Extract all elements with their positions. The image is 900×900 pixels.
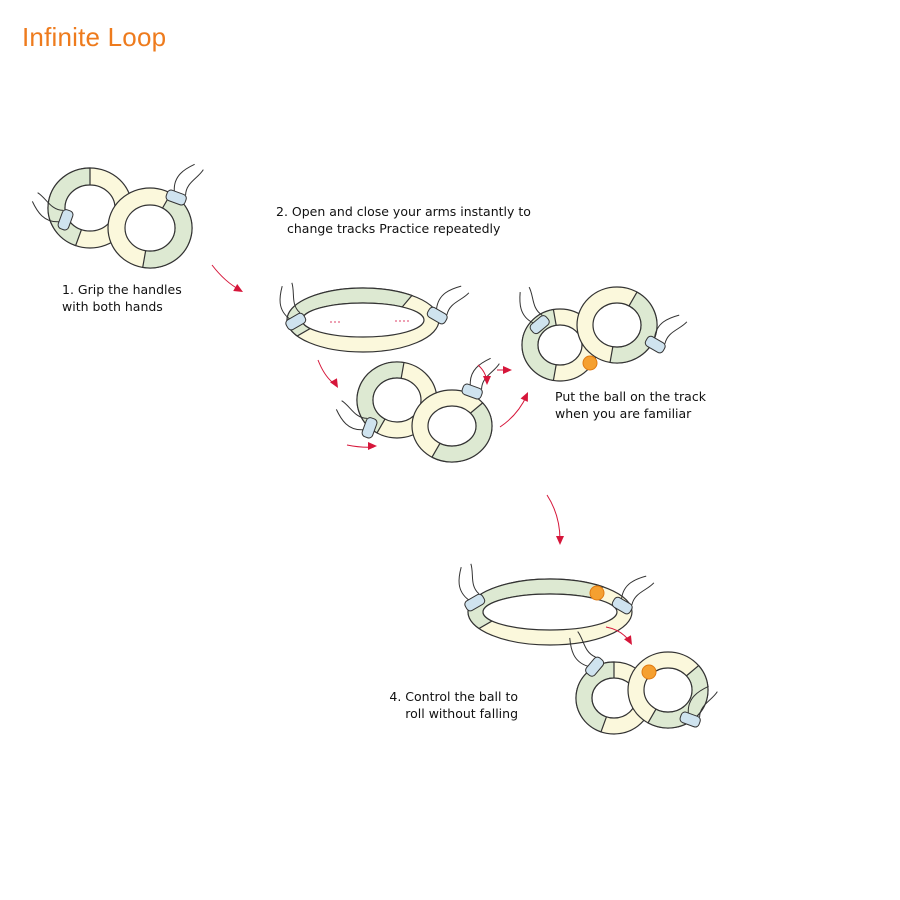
ball-icon [582,355,598,371]
figure-1-ring-right [107,187,193,269]
handle-grip [285,312,307,331]
hand-outline [279,282,301,320]
hand-outline [458,563,480,601]
ball-icon [641,664,657,680]
handle-grip [644,335,666,354]
arrow-head-icon [520,392,528,402]
hand-icon [644,314,688,354]
hand-outline [569,631,596,667]
ring-inner [427,405,477,447]
hand-outline [436,285,470,315]
ball-icon [589,585,605,601]
step-1-line-1: 1. Grip the handles [62,282,182,297]
ring-inner [124,204,176,252]
step-3-caption: Put the ball on the track when you are f… [555,388,706,422]
handle-grip [165,189,187,206]
hand-icon [426,285,470,325]
handle-grip [679,711,701,728]
arrow-curve [499,394,528,428]
hand-outline [173,163,204,196]
handle-grip [461,383,483,400]
hand-icon [31,192,74,231]
hand-outline [519,286,543,324]
handle-grip [426,306,448,325]
hand-outline [654,314,688,344]
ring-inner [592,302,642,348]
arrow-curve [546,494,561,541]
step-4-caption: 4. Control the ball to roll without fall… [388,688,518,722]
step-4-line-1: 4. Control the ball to [389,689,518,704]
arrow-head-icon [624,635,632,645]
hand-icon [279,282,307,331]
handle-grip [57,209,74,231]
figure-4a-track [467,578,633,646]
arrow-head-icon [503,366,512,374]
handle-grip [611,596,633,615]
handle-grip [585,656,605,677]
page-title: Infinite Loop [22,22,167,52]
step-2-line-1: 2. Open and close your arms instantly to [276,204,531,219]
arrow-head-icon [368,442,377,450]
step-1-line-2: with both hands [62,299,163,314]
step-1-caption: 1. Grip the handles with both hands [62,281,182,315]
figure-2b-ring-right [411,389,493,463]
arrow-head-icon [330,378,338,388]
step-3-line-1: Put the ball on the track [555,389,706,404]
ring-inner [537,324,583,366]
hand-outline [469,357,500,390]
hand-icon [569,631,605,677]
hand-outline [621,575,655,605]
arrow-curve [211,264,241,291]
hand-icon [611,575,655,615]
step-2-line-2: change tracks Practice repeatedly [287,221,501,236]
step-4-line-2: roll without falling [405,706,518,721]
figure-3-ring-right [576,286,658,364]
step-3-line-2: when you are familiar [555,406,692,421]
handle-grip [464,593,486,612]
ring-inner [301,302,425,338]
hand-icon [519,286,550,335]
handle-grip [361,417,378,439]
hand-icon [458,563,486,612]
hand-icon [461,357,500,400]
ring-inner [482,593,618,631]
arrow-head-icon [556,536,564,545]
figure-2a-track [286,287,440,353]
arrow-head-icon [483,376,491,385]
hand-outline [687,685,718,718]
hand-outline [335,400,368,431]
hand-icon [679,685,718,728]
ring-inner [372,377,422,423]
ring-inner [64,184,116,232]
handle-grip [529,315,550,335]
hand-icon [335,400,378,439]
hand-icon [165,163,204,206]
step-2-caption: 2. Open and close your arms instantly to… [276,203,531,237]
motion-arrows [330,320,409,323]
ring-inner [643,667,693,713]
arrow-head-icon [233,284,243,292]
hand-outline [31,192,64,223]
